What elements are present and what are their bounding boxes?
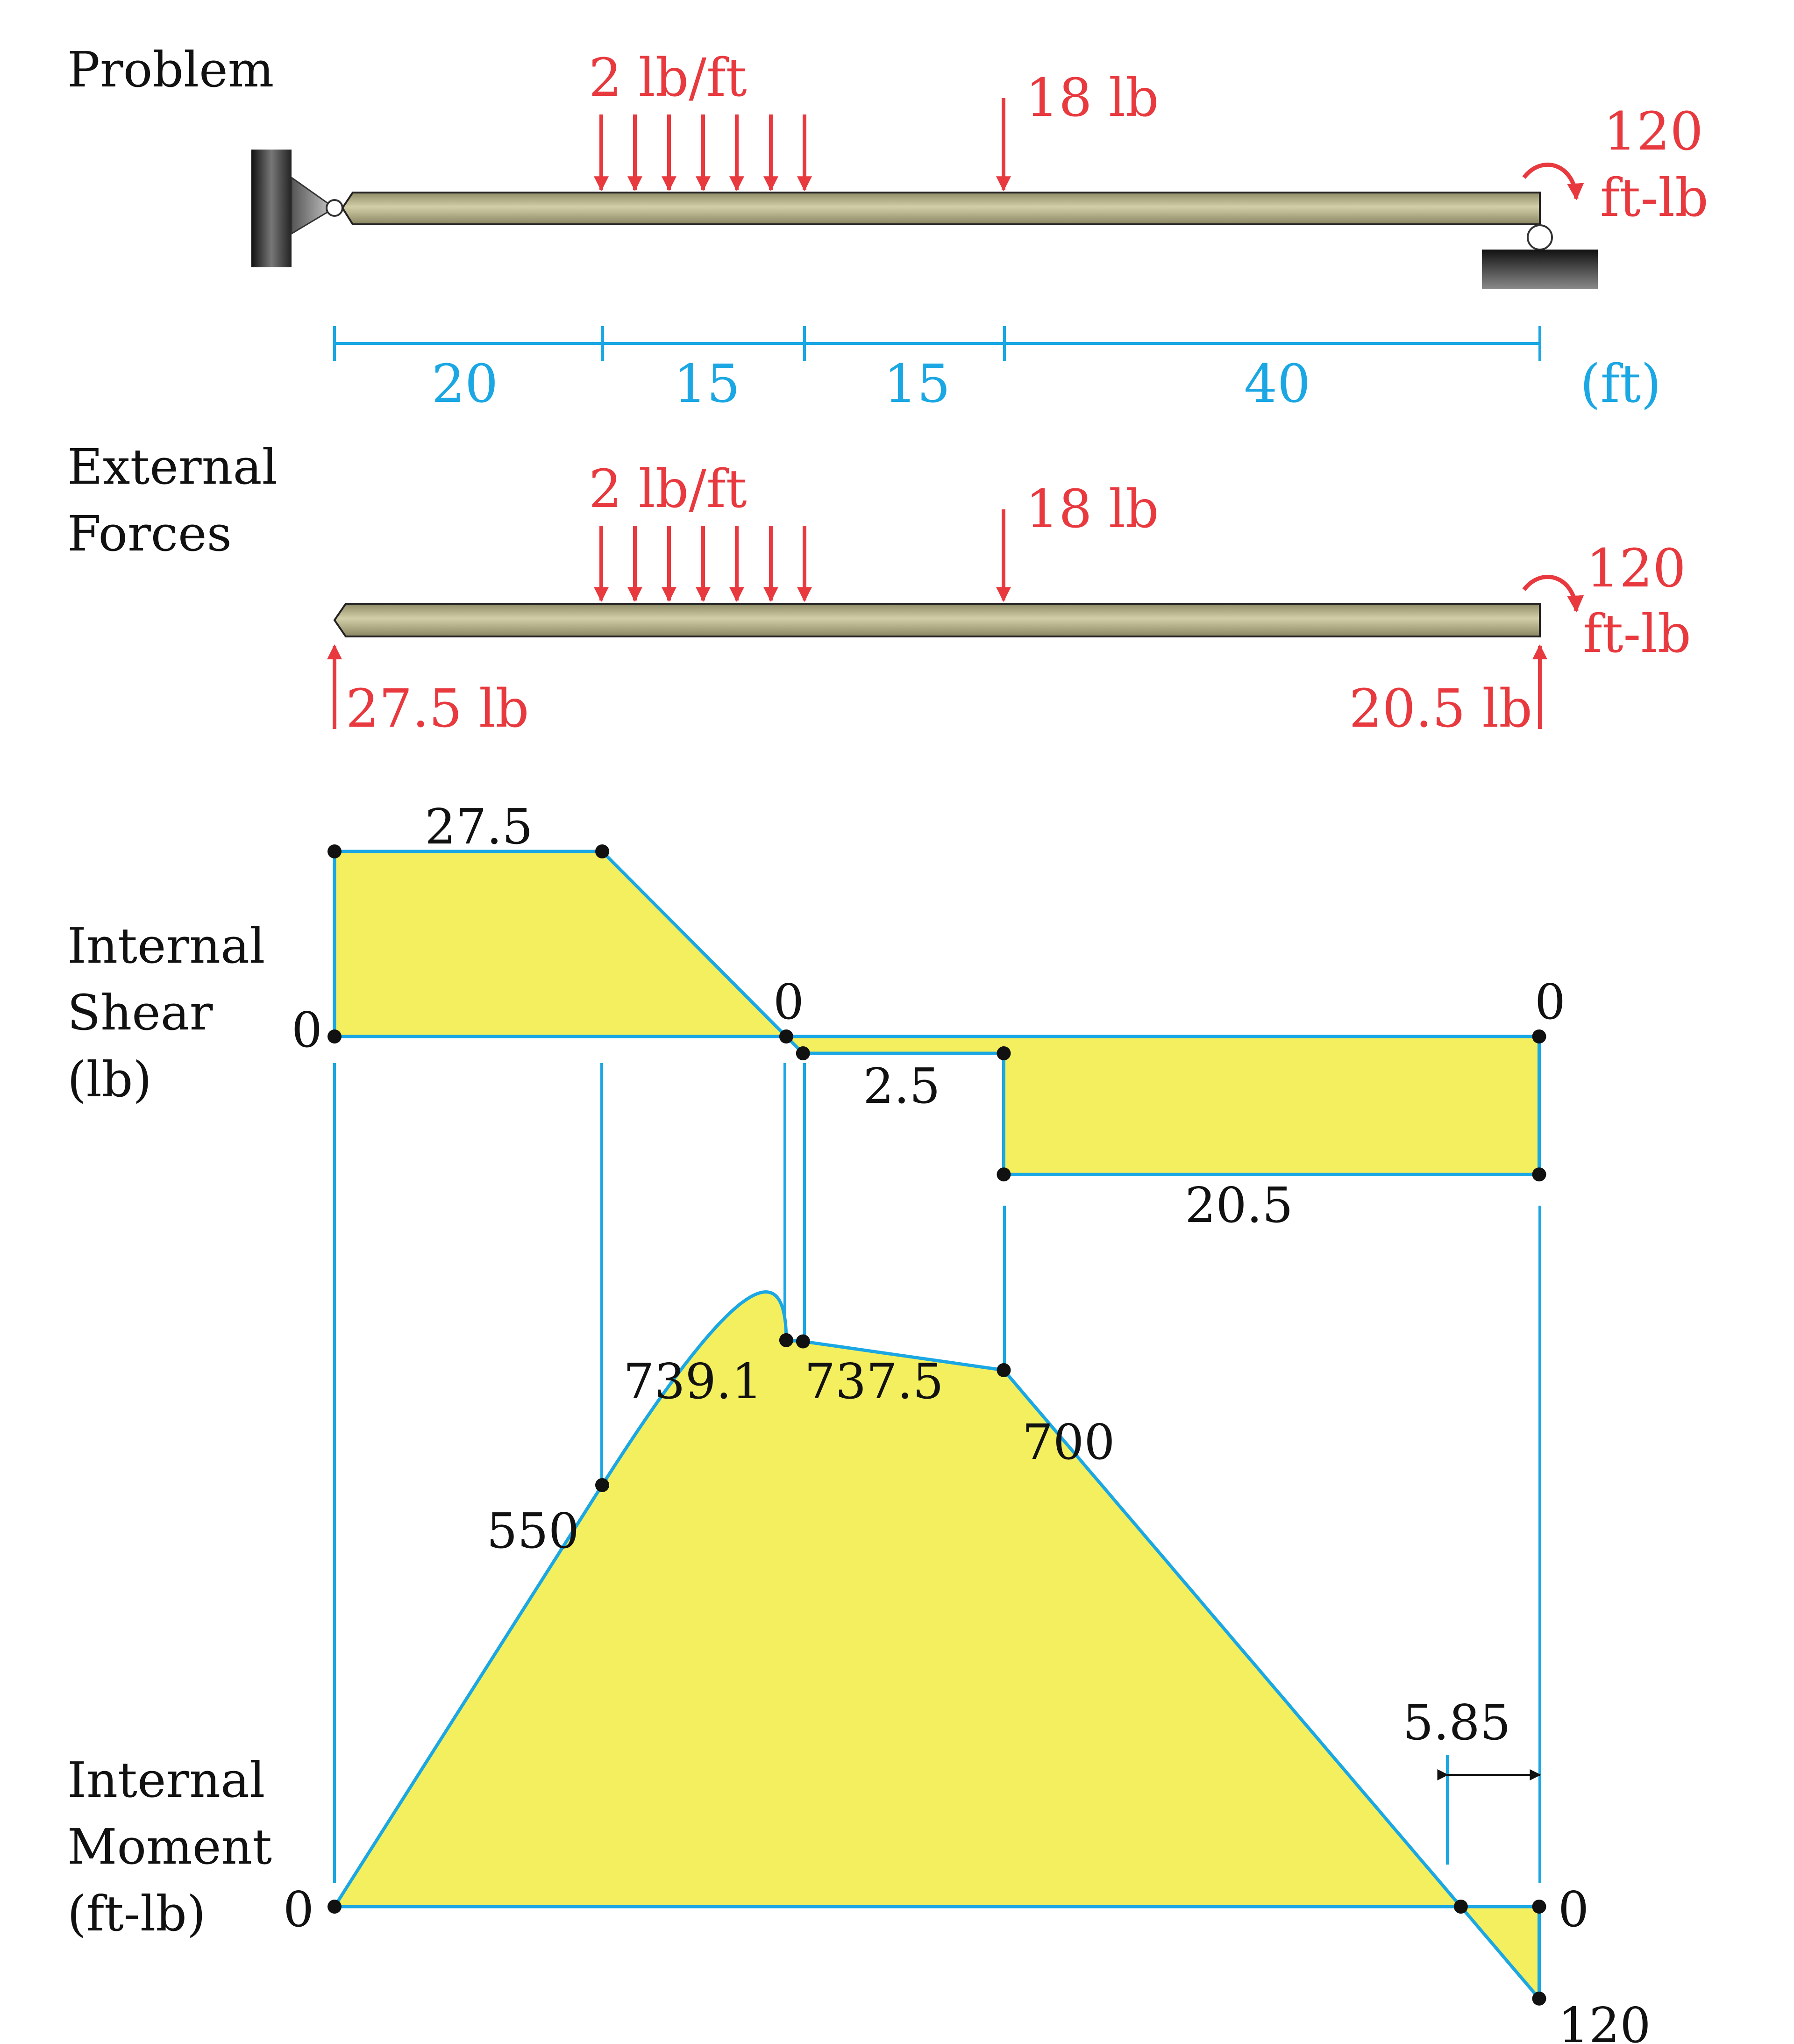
moment-point [327, 1900, 342, 1914]
applied-moment-arrow-ext [1522, 575, 1584, 613]
shear-diagram: 27.5 0 0 0 2.5 20.5 [292, 798, 1566, 1234]
point-load-label: 18 lb [1025, 68, 1159, 129]
external-forces-label-line2: Forces [67, 505, 232, 562]
point-load-label-ext: 18 lb [1025, 479, 1159, 540]
problem-diagram: 2 lb/ft 18 lb 120 ft-lb [251, 48, 1709, 289]
section-labels: Problem External Forces Internal Shear (… [67, 41, 278, 1942]
shear-point [595, 844, 609, 858]
moment-label-739: 739.1 [623, 1353, 762, 1410]
distributed-load-arrows-ext [594, 526, 812, 602]
external-forces-diagram: 2 lb/ft 18 lb 120 ft-lb 27.5 lb 20.5 lb [327, 459, 1691, 739]
dimension-segment-4: 40 [1244, 354, 1311, 415]
shear-point [779, 1029, 793, 1043]
shear-point [1532, 1029, 1546, 1043]
moment-label-offset: 5.85 [1402, 1694, 1511, 1751]
shear-label-large: 20.5 [1185, 1177, 1293, 1234]
dimension-segment-2: 15 [674, 354, 740, 415]
left-reaction-label: 27.5 lb [346, 679, 529, 739]
shear-label-line1: Internal [67, 917, 265, 974]
connector-lines [333, 1063, 1541, 1883]
moment-point [796, 1334, 810, 1349]
moment-label-zero-left: 0 [283, 1881, 314, 1938]
shear-points [327, 844, 1546, 1182]
moment-label-737: 737.5 [804, 1353, 944, 1410]
shear-label-zero-right: 0 [1535, 973, 1566, 1030]
roller-support [1527, 224, 1553, 250]
shear-point [796, 1046, 810, 1060]
moment-point [1532, 1991, 1546, 2006]
shear-point [327, 1029, 342, 1043]
shear-label-small: 2.5 [863, 1058, 940, 1115]
shear-label-max: 27.5 [425, 798, 533, 855]
beam [341, 192, 1541, 225]
shear-point [327, 844, 342, 858]
moment-point [779, 1333, 793, 1347]
distributed-load-label-ext: 2 lb/ft [589, 459, 747, 520]
distributed-load-arrows [594, 114, 812, 192]
applied-moment-arrow [1522, 163, 1584, 200]
shear-label-line2: Shear [67, 984, 213, 1041]
beam-free-body [333, 603, 1541, 637]
moment-diagram: 0 550 739.1 737.5 700 0 120 5.85 [283, 1290, 1651, 2044]
moment-points [327, 1333, 1546, 2006]
moment-point [595, 1478, 609, 1492]
shear-label-zero-left: 0 [292, 1001, 322, 1058]
problem-label: Problem [67, 41, 274, 98]
shear-point [1532, 1167, 1546, 1182]
roller-ground [1482, 250, 1598, 289]
right-reaction-label: 20.5 lb [1349, 679, 1533, 739]
shear-area [333, 850, 1541, 1176]
moment-label-line3: (ft-lb) [67, 1885, 206, 1942]
pin-joint [326, 199, 343, 217]
moment-point [1453, 1900, 1468, 1914]
dimension-unit: (ft) [1580, 354, 1661, 415]
shear-point [997, 1046, 1011, 1060]
moment-label-700: 700 [1022, 1414, 1115, 1471]
moment-label-line2: Moment [67, 1818, 272, 1875]
pin-support [291, 176, 336, 235]
moment-label-550: 550 [486, 1502, 579, 1559]
moment-label-120: 120 [1558, 1997, 1651, 2044]
applied-moment-value: 120 [1603, 101, 1703, 162]
applied-moment-value-ext: 120 [1586, 538, 1686, 599]
moment-label-zero-right: 0 [1558, 1881, 1589, 1938]
shear-label-line3: (lb) [67, 1051, 152, 1108]
moment-label-line1: Internal [67, 1751, 265, 1808]
distributed-load-label: 2 lb/ft [589, 48, 747, 108]
fixed-wall [251, 150, 292, 267]
dimension-line: 20 15 15 40 (ft) [333, 326, 1661, 415]
moment-point [997, 1363, 1011, 1377]
moment-point [1532, 1900, 1546, 1914]
shear-label-zero-mid: 0 [773, 973, 804, 1030]
external-forces-label-line1: External [67, 438, 278, 495]
applied-moment-unit-ext: ft-lb [1583, 604, 1691, 665]
dimension-segment-1: 20 [432, 354, 498, 415]
dimension-segment-3: 15 [884, 354, 951, 415]
applied-moment-unit: ft-lb [1600, 168, 1709, 229]
shear-point [997, 1167, 1011, 1182]
